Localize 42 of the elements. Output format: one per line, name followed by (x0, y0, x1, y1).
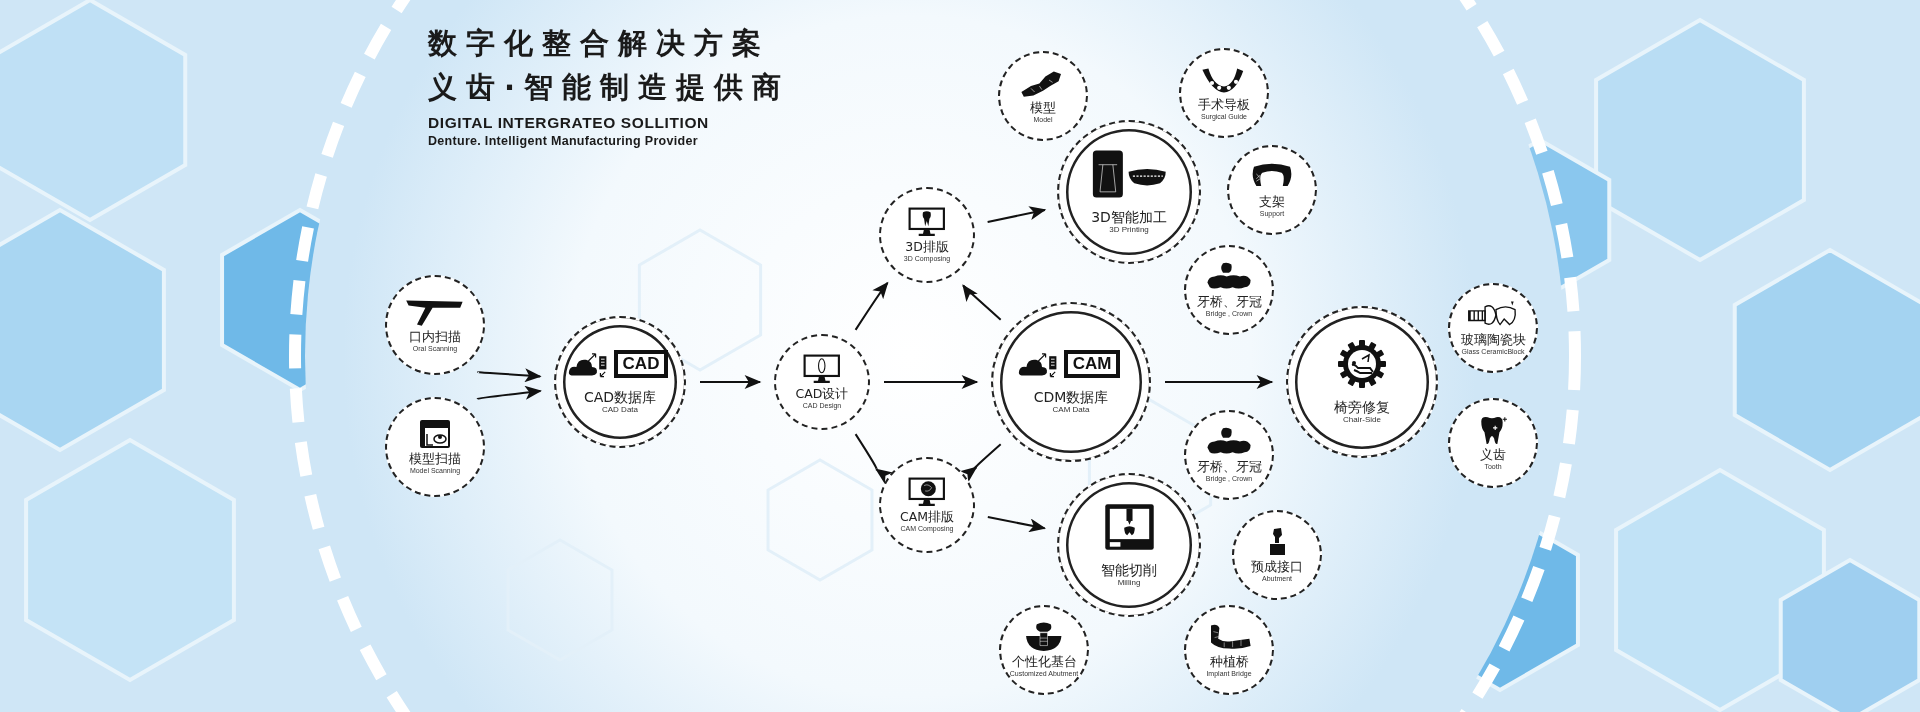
node-title: 手术导板 (1198, 97, 1250, 113)
node-title: 椅旁修复 (1334, 399, 1390, 416)
arrow (854, 281, 889, 331)
node-title: CAD数据库 (583, 389, 657, 406)
node-title: CAD设计 (795, 386, 849, 402)
arrow (854, 433, 894, 482)
node-subtitle: 3D Printing (1109, 226, 1149, 235)
arrow (1164, 375, 1274, 389)
arrow (962, 284, 1002, 321)
node-title: 个性化基台 (1011, 654, 1077, 670)
screen-label: CAM (1072, 354, 1112, 374)
title: 数字化整合解决方案 (428, 25, 771, 62)
node-title: 口内扫描 (409, 329, 461, 345)
node-title: 模型 (1030, 100, 1056, 116)
arrow (959, 443, 1002, 483)
node-title: 玻璃陶瓷块 (1460, 332, 1526, 348)
arrow (476, 385, 542, 400)
node-title: 预成接口 (1251, 559, 1303, 575)
arrow (986, 206, 1047, 224)
arrow (883, 375, 979, 389)
arrow (986, 516, 1046, 533)
node-title: 牙桥、牙冠 (1196, 294, 1262, 310)
node-subtitle: Milling (1117, 579, 1141, 588)
node-title: 模型扫描 (409, 451, 461, 467)
node-subtitle: CAM Data (1052, 406, 1090, 415)
arrow (699, 375, 762, 389)
subtitle: 义齿·智能制造提供商 (428, 69, 791, 106)
node-title: 3D排版 (905, 239, 949, 255)
node-title: CAM排版 (899, 509, 955, 525)
node-title: 种植桥 (1209, 654, 1249, 670)
screen-label: CAD (622, 354, 660, 374)
arrow (477, 368, 542, 383)
node-title: 智能切削 (1101, 562, 1157, 579)
node-title: 牙桥、牙冠 (1196, 459, 1262, 475)
node-title: 支架 (1259, 194, 1285, 210)
node-title: 义齿 (1480, 447, 1506, 463)
node-title: 3D智能加工 (1091, 209, 1167, 226)
node-title: CDM数据库 (1033, 389, 1109, 406)
node-subtitle: Chair-Side (1343, 416, 1381, 425)
node-subtitle: CAD Data (602, 406, 638, 415)
english-heading: Denture. Intelligent Manufacturing Provider (428, 134, 699, 148)
english-heading: DIGITAL INTERGRATEO SOLLITION (428, 114, 710, 132)
